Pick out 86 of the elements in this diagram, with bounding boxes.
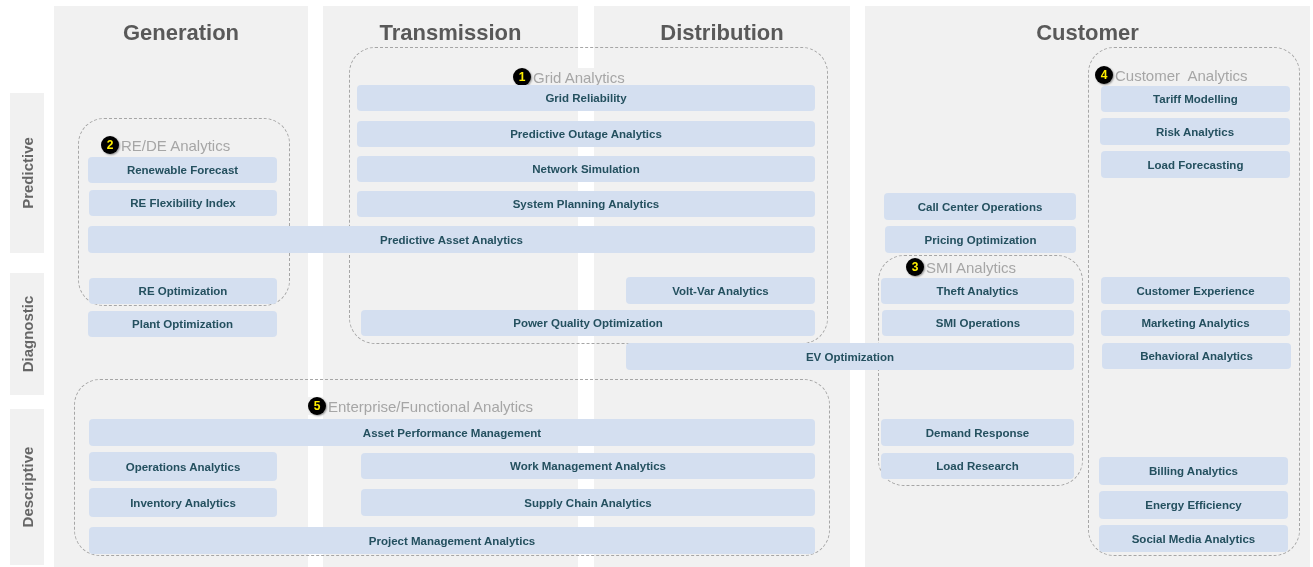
dashed-group (349, 47, 828, 344)
row-heading: Diagnostic (18, 295, 36, 373)
analytics-box (881, 419, 1074, 446)
box-label: Project Management Analytics (368, 534, 536, 547)
analytics-box (885, 226, 1076, 253)
box-label: Load Research (936, 460, 1019, 472)
analytics-box (361, 310, 815, 336)
box-label: Tariff Modelling (1153, 93, 1238, 105)
analytics-box (1102, 343, 1291, 369)
number-badge: 3 (906, 258, 924, 276)
analytics-box (1101, 277, 1290, 304)
group-title: Enterprise/Functional Analytics (328, 397, 534, 415)
box-label: Plant Optimization (132, 318, 233, 330)
analytics-box (357, 191, 815, 217)
box-label: Customer Experience (1136, 284, 1255, 297)
box-label: Network Simulation (532, 163, 640, 175)
box-label: Billing Analytics (1148, 465, 1238, 477)
box-label: Power Quality Optimization (513, 317, 663, 329)
analytics-box (1100, 118, 1290, 145)
box-label: Call Center Operations (917, 200, 1043, 213)
box-label: Supply Chain Analytics (524, 496, 652, 509)
number-badge: 5 (308, 397, 326, 415)
analytics-box (1099, 491, 1288, 519)
box-label: System Planning Analytics (512, 198, 660, 210)
analytics-box (357, 85, 815, 111)
number-badge: 4 (1095, 66, 1113, 84)
box-label: EV Optimization (805, 350, 895, 363)
analytics-box (1099, 457, 1288, 485)
analytics-box (881, 278, 1074, 304)
row-heading: Descriptive (18, 446, 36, 528)
box-label: Risk Analytics (1155, 125, 1235, 138)
box-label: Work Management Analytics (510, 460, 666, 472)
dashed-group (74, 379, 830, 556)
group-title: Grid Analytics (533, 68, 625, 86)
analytics-box (1101, 310, 1290, 336)
analytics-box (357, 156, 815, 182)
column-heading: Generation (121, 20, 241, 46)
analytics-box (89, 278, 277, 304)
box-label: Predictive Outage Analytics (510, 128, 662, 140)
analytics-box (89, 527, 815, 554)
box-label: SMI Operations (935, 317, 1021, 329)
group-title: Customer Analytics (1115, 66, 1248, 84)
box-label: Energy Efficiency (1145, 499, 1242, 511)
box-label: Renewable Forecast (126, 164, 239, 176)
group-title: SMI Analytics (926, 258, 1017, 276)
box-label: Volt-Var Analytics (672, 284, 769, 297)
box-label: RE Flexibility Index (130, 197, 236, 209)
row-heading: Predictive (18, 137, 36, 209)
box-label: Pricing Optimization (924, 233, 1037, 246)
box-label: Demand Response (925, 426, 1030, 439)
number-badge: 2 (101, 136, 119, 154)
analytics-box (89, 488, 277, 517)
analytics-box (88, 157, 277, 183)
box-label: Operations Analytics (125, 460, 241, 473)
number-badge: 1 (513, 68, 531, 86)
analytics-box (88, 226, 815, 253)
box-label: Marketing Analytics (1141, 317, 1250, 329)
analytics-box (1099, 525, 1288, 552)
analytics-box (88, 311, 277, 337)
analytics-box (361, 489, 815, 516)
analytics-box (881, 453, 1074, 479)
analytics-box (626, 343, 1074, 370)
box-label: Inventory Analytics (130, 496, 236, 509)
column-heading: Transmission (378, 20, 523, 46)
box-label: Behavioral Analytics (1140, 350, 1253, 362)
box-label: RE Optimization (138, 285, 228, 297)
box-label: Predictive Asset Analytics (380, 233, 523, 246)
box-label: Theft Analytics (936, 285, 1019, 297)
dashed-group (1088, 47, 1300, 556)
analytics-box (89, 190, 277, 216)
analytics-box (89, 452, 277, 481)
column-heading: Distribution (659, 20, 785, 46)
analytics-box (626, 277, 815, 304)
box-label: Grid Reliability (545, 92, 627, 104)
analytics-box (361, 453, 815, 479)
box-label: Load Forecasting (1147, 158, 1244, 171)
analytics-box (89, 419, 815, 446)
box-label: Social Media Analytics (1131, 532, 1256, 545)
analytics-box (884, 193, 1076, 220)
analytics-box (1101, 151, 1290, 178)
analytics-box (357, 121, 815, 147)
analytics-box (1101, 86, 1290, 112)
analytics-box (882, 310, 1074, 336)
group-title: RE/DE Analytics (121, 136, 231, 154)
box-label: Asset Performance Management (362, 426, 542, 439)
column-heading: Customer (1035, 20, 1140, 46)
